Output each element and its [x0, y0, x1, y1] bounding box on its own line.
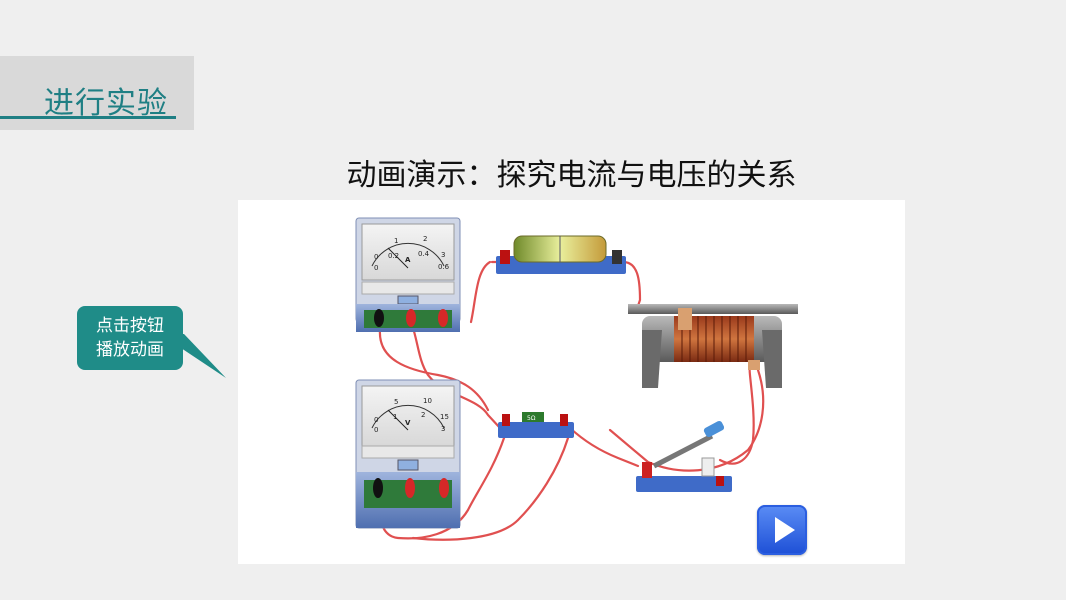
rheostat	[628, 304, 798, 388]
ammeter-scale-bottom-0: 0	[374, 264, 378, 272]
callout-pointer	[160, 334, 226, 378]
voltmeter-scale-bottom-0: 0	[374, 426, 378, 434]
slide-title: 动画演示：探究电流与电压的关系	[346, 158, 797, 193]
voltmeter-scale-top-3: 15	[440, 413, 449, 421]
ammeter-unit: A	[405, 256, 411, 264]
callout-hint: 点击按钮 播放动画	[77, 306, 183, 370]
section-title: 进行实验	[44, 86, 168, 121]
play-button[interactable]	[757, 505, 807, 555]
callout-line-1: 点击按钮	[96, 316, 164, 336]
voltmeter: 0 5 10 15 0 1 2 3 V	[355, 379, 461, 529]
ammeter-scale-top-1: 1	[394, 237, 398, 245]
voltmeter-scale-bottom-2: 2	[421, 411, 425, 419]
section-underline	[0, 116, 176, 119]
voltmeter-scale-top-0: 0	[374, 416, 378, 424]
ammeter-scale-bottom-3: 0.6	[438, 263, 450, 271]
ammeter-scale-bottom-1: 0.2	[388, 252, 399, 260]
callout-line-2: 播放动画	[96, 340, 164, 360]
ammeter-scale-bottom-2: 0.4	[418, 250, 430, 258]
animation-stage: 0 1 2 3 0 0.2 0.4 0.6 A	[238, 200, 905, 564]
voltmeter-scale-top-1: 5	[394, 398, 398, 406]
voltmeter-scale-bottom-3: 3	[441, 425, 445, 433]
circuit-illustration: 0 1 2 3 0 0.2 0.4 0.6 A	[355, 217, 798, 541]
resistor-label: 5Ω	[527, 415, 536, 422]
voltmeter-scale-top-2: 10	[423, 397, 432, 405]
battery-holder	[496, 235, 626, 274]
switch	[636, 420, 732, 492]
ammeter-scale-top-0: 0	[374, 253, 378, 261]
play-icon	[775, 517, 795, 543]
ammeter-scale-top-2: 2	[423, 235, 427, 243]
ammeter: 0 1 2 3 0 0.2 0.4 0.6 A	[355, 217, 461, 332]
ammeter-scale-top-3: 3	[441, 251, 445, 259]
resistor: 5Ω	[498, 412, 574, 438]
voltmeter-unit: V	[405, 419, 411, 427]
